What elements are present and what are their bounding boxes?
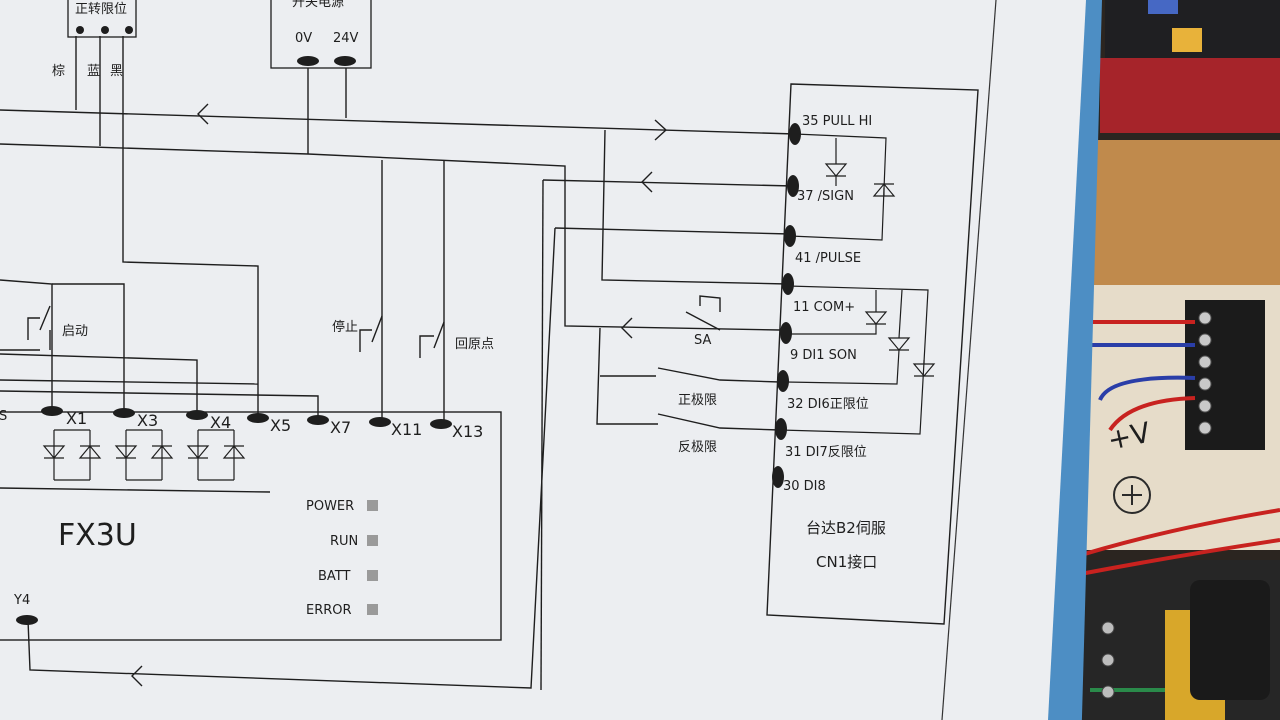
power-supply-box: [270, 0, 372, 69]
red-wire: [1074, 538, 1280, 577]
paper-frame-line: [941, 0, 997, 720]
plus-mark-cross: [1122, 485, 1142, 505]
power-supply-title: 开关电源: [292, 0, 344, 10]
blue-wire: [1098, 375, 1196, 401]
forward-limit-switch-box: [67, 0, 137, 38]
servo-pin-label: 32 DI6正限位: [787, 397, 869, 412]
servo-pin-label: 11 COM+: [793, 300, 855, 315]
plc-input-label: X13: [452, 422, 483, 441]
servo-pin-label: 9 DI1 SON: [790, 348, 857, 363]
red-wire: [1064, 508, 1280, 562]
plc-input-label: X3: [137, 411, 158, 430]
servo-subtitle: CN1接口: [816, 553, 877, 571]
plc-led-label: RUN: [330, 534, 358, 549]
plus-mark: [1113, 476, 1151, 514]
plc-led-label: POWER: [306, 499, 354, 514]
wire-color-brown: 棕: [52, 64, 65, 79]
servo-internal-wiring: [779, 133, 936, 435]
servo-pin-terminals: [772, 123, 801, 488]
plc-output-terminal: [16, 615, 38, 625]
psu-terminal-dot: [334, 56, 356, 66]
plc-input-diodes: [42, 429, 246, 481]
plc-led-label: BATT: [318, 569, 351, 584]
plc-input-label: X1: [66, 409, 87, 428]
limit-switches: [657, 367, 781, 431]
plc-input-label: X5: [270, 416, 291, 435]
psu-terminal-dot: [297, 56, 319, 66]
power-supply-block: [1185, 300, 1265, 450]
servo-pin-label: 35 PULL HI: [802, 114, 872, 129]
terminal-screws: [1198, 311, 1212, 435]
red-wire: [1108, 396, 1196, 432]
plc-output-label: Y4: [13, 593, 30, 608]
black-relay: [1190, 580, 1270, 700]
pos-limit-label: 正极限: [678, 393, 717, 408]
sa-switch: [685, 295, 721, 331]
sa-switch-label: SA: [694, 333, 711, 348]
neg-limit-label: 反极限: [678, 440, 717, 455]
plc-input-label: X4: [210, 413, 231, 432]
plc-led-label: ERROR: [306, 603, 352, 618]
wire-color-blue: 蓝: [87, 64, 100, 79]
plc-input-label: X11: [391, 420, 422, 439]
plc-led-indicators: [367, 500, 378, 615]
psu-terminal-0v: 0V: [295, 31, 312, 46]
paper-sheet: [0, 0, 1086, 720]
servo-box: [766, 83, 979, 625]
wire-color-black: 黑: [110, 64, 123, 79]
equipment-key: [1172, 28, 1202, 52]
start-switch: [27, 305, 51, 350]
home-switch-label: 回原点: [455, 337, 494, 352]
limit-switch-terminals: [76, 26, 133, 34]
wood-board: [1092, 140, 1280, 300]
plc-model-label: FX3U: [58, 518, 137, 553]
stop-switch: [359, 315, 383, 352]
servo-title: 台达B2伺服: [806, 519, 886, 537]
psu-terminal-24v: 24V: [333, 31, 359, 46]
plc-input-label: X7: [330, 418, 351, 437]
servo-pin-label: 37 /SIGN: [797, 189, 854, 204]
plc-input-terminals: [41, 406, 452, 429]
flow-arrows: [131, 103, 668, 687]
wires: [0, 36, 796, 691]
equipment-key: [1148, 0, 1178, 14]
servo-pin-label: 30 DI8: [783, 479, 826, 494]
plc-body: [0, 411, 502, 641]
servo-pin-label: 41 /PULSE: [795, 251, 861, 266]
servo-pin-label: 31 DI7反限位: [785, 445, 867, 460]
plc-input-label: S: [0, 409, 7, 424]
stop-switch-label: 停止: [332, 319, 358, 335]
start-switch-label: 启动: [62, 324, 88, 339]
home-switch: [419, 321, 445, 358]
forward-limit-label: 正转限位: [75, 2, 127, 17]
red-cable: [1100, 58, 1280, 133]
